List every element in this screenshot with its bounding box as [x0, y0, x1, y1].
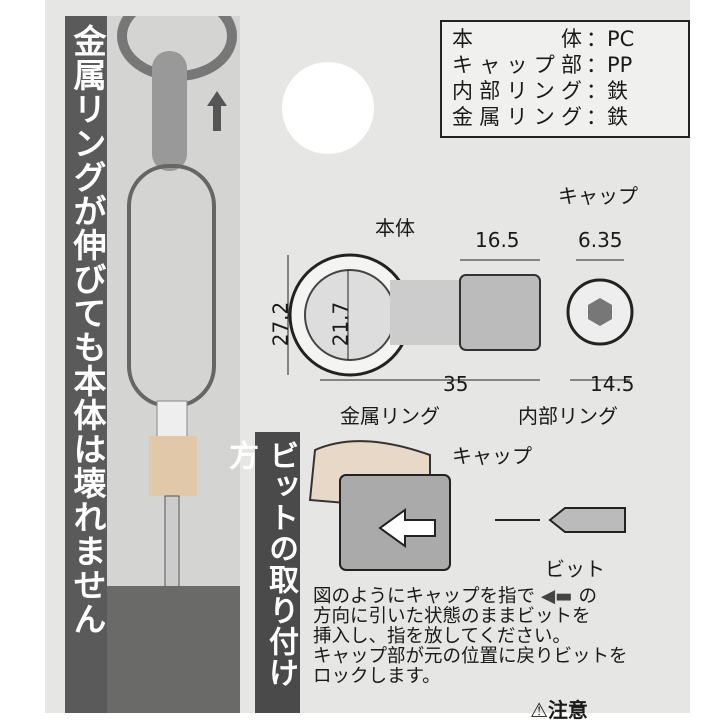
caution-heading: ⚠注意 — [530, 698, 588, 722]
inner-ring-label: 内部リング — [518, 404, 618, 428]
spec-material: 鉄 — [607, 79, 628, 103]
dim-27-2: 27.2 — [268, 301, 293, 347]
product-photo — [107, 0, 240, 713]
spec-row: キャップ部：PP — [452, 53, 633, 77]
instruction-line: の — [578, 586, 598, 607]
spec-part: 内部リング — [452, 79, 582, 103]
cap-label: キャップ — [558, 184, 638, 208]
dim-16-5: 16.5 — [475, 228, 520, 252]
spec-table: 本 体：PC キャップ部：PP 内部リング：鉄 金属リング：鉄 — [440, 20, 690, 138]
install-diagram — [308, 440, 626, 571]
spec-part: 金属リング — [452, 105, 582, 129]
spec-material: PC — [607, 27, 635, 51]
up-arrow-icon — [207, 91, 227, 131]
bit-label: ビット — [545, 557, 605, 581]
instruction-line: キャップ部が元の位置に戻りビットを — [313, 646, 628, 667]
spec-material: 鉄 — [607, 105, 628, 129]
spec-row: 金属リング：鉄 — [452, 105, 628, 129]
instructions: 図のようにキャップを指で ◀▬ の 方向に引いた状態のままビットを 挿入し、指を… — [313, 587, 653, 687]
spec-material: PP — [607, 53, 633, 77]
instruction-line: ロックします。 — [313, 666, 441, 687]
left-banner: 金属リングが伸びても本体は壊れません — [65, 16, 107, 713]
dim-21-7: 21.7 — [328, 301, 353, 347]
instruction-line: 方向に引いた状態のままビットを — [313, 606, 591, 627]
metal-ring-label: 金属リング — [340, 404, 440, 428]
cap-label-2: キャップ — [452, 444, 532, 468]
instruction-line: 挿入し、指を放してください。 — [313, 626, 571, 647]
dim-6-35: 6.35 — [578, 228, 623, 252]
instruction-line: 図のようにキャップを指で — [313, 586, 536, 607]
spec-part: 本 体 — [452, 27, 582, 51]
spec-row: 本 体：PC — [452, 27, 635, 51]
dim-35: 35 — [443, 372, 469, 396]
right-banner: ビットの取り付け方 — [223, 432, 300, 713]
body-label: 本体 — [375, 216, 415, 240]
spec-row: 内部リング：鉄 — [452, 79, 628, 103]
hang-hole — [282, 62, 374, 154]
spec-part: キャップ部 — [452, 53, 582, 77]
dimension-diagram — [287, 253, 634, 381]
left-arrow-icon — [378, 508, 436, 548]
keychain-illustration — [107, 0, 240, 713]
dim-14-5: 14.5 — [590, 372, 635, 396]
left-arrow-icon: ◀▬ — [540, 586, 573, 607]
